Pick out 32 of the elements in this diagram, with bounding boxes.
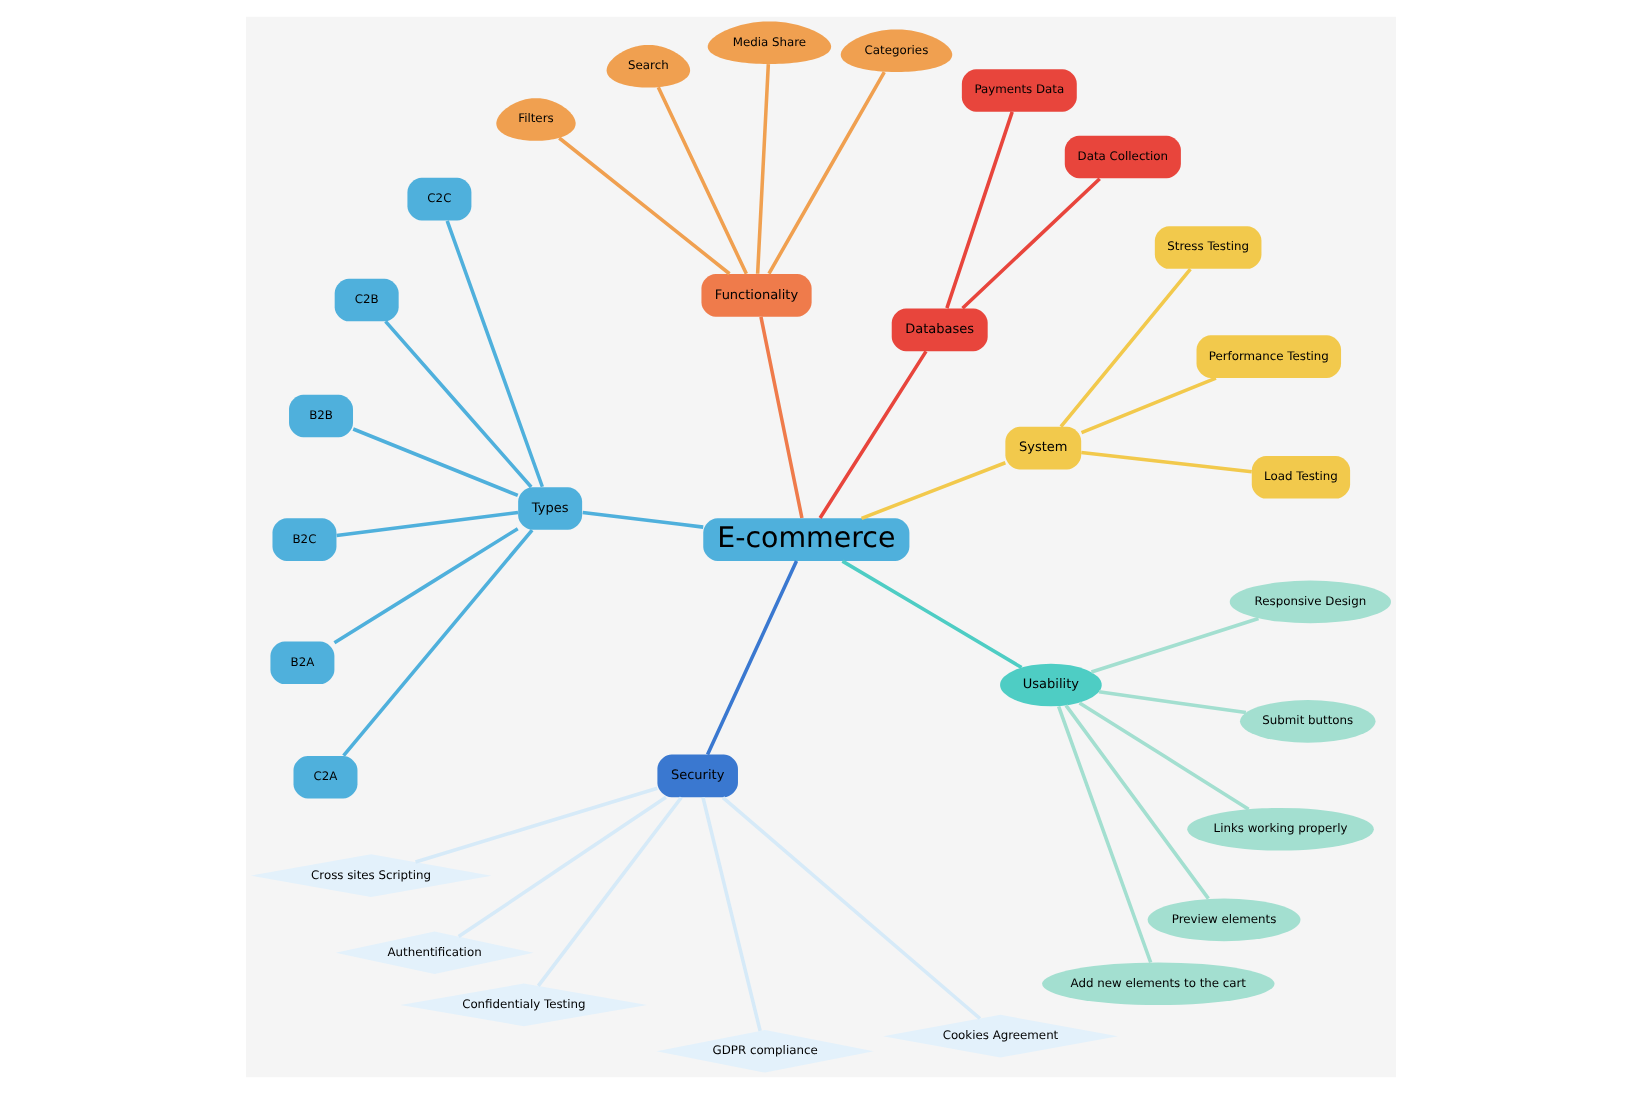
connector xyxy=(1055,705,1152,964)
connector xyxy=(1079,376,1216,435)
connector xyxy=(332,527,518,645)
connector xyxy=(1097,690,1246,715)
connector xyxy=(1077,701,1249,811)
connector xyxy=(1058,268,1191,428)
connector xyxy=(383,320,532,489)
connector xyxy=(581,510,703,529)
connector xyxy=(960,177,1100,310)
connector xyxy=(859,461,1005,520)
connector xyxy=(1080,450,1251,474)
connector xyxy=(700,797,761,1032)
connector xyxy=(758,316,803,519)
connector xyxy=(351,427,518,498)
connector xyxy=(1089,616,1259,674)
connector xyxy=(535,796,682,987)
connector xyxy=(766,71,885,275)
connector xyxy=(655,86,747,275)
connector xyxy=(444,220,543,488)
connector xyxy=(944,111,1013,309)
connector xyxy=(335,510,518,538)
connector xyxy=(754,64,770,274)
connector xyxy=(456,795,666,939)
connector xyxy=(840,559,1022,670)
connector xyxy=(341,528,533,757)
connector xyxy=(1063,704,1209,900)
node-box: E-commerce xyxy=(702,518,909,561)
connector xyxy=(704,560,798,756)
connector xyxy=(414,786,657,864)
connector xyxy=(720,796,981,1020)
connector xyxy=(817,350,927,519)
connector xyxy=(557,136,730,276)
